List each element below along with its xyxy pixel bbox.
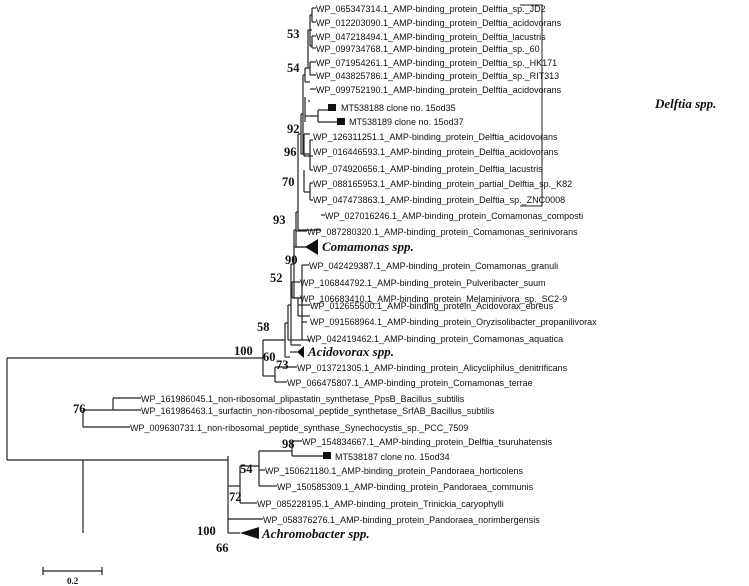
leaf-label: WP_065347314.1_AMP-binding_protein_Delft… <box>316 4 546 14</box>
leaf-label: WP_085228195.1_AMP-binding_protein_Trini… <box>257 499 504 509</box>
leaf-label: WP_106844792.1_AMP-binding_protein_Pulve… <box>300 278 546 288</box>
bootstrap-value: 98 <box>282 437 295 451</box>
delftia-bracket <box>520 4 543 207</box>
comamonas-clade-triangle <box>305 239 318 255</box>
bootstrap-value: 52 <box>270 271 283 285</box>
scale-bar: 0.2 <box>42 567 103 586</box>
bootstrap-value: 100 <box>197 524 216 538</box>
leaf-label: WP_047218494.1_AMP-binding_protein_Delft… <box>316 32 546 42</box>
bootstrap-value: 54 <box>240 462 253 476</box>
leaf-label: MT538187 clone no. 15od34 <box>335 452 450 462</box>
leaf-label: WP_016446593.1_AMP-binding_protein_Delft… <box>313 147 559 157</box>
leaf-label: WP_074920656.1_AMP-binding_protein_Delft… <box>313 164 543 174</box>
leaf-label: WP_150621180.1_AMP-binding_protein_Pando… <box>265 466 524 476</box>
clone-marker-15od34 <box>323 452 331 459</box>
leaf-label: WP_088165953.1_AMP-binding_protein_parti… <box>313 179 572 189</box>
clade-label-achromobacter: Achromobacter spp. <box>261 526 370 541</box>
leaf-label: WP_027016246.1_AMP-binding_protein_Comam… <box>325 211 583 221</box>
leaf-label: WP_071954261.1_AMP-binding_protein_Delft… <box>316 58 557 68</box>
leaf-label: WP_012655500.1_AMP-binding_protein_Acido… <box>310 301 554 311</box>
tree-branches <box>6 7 337 534</box>
bootstrap-value: 90 <box>285 253 298 267</box>
acidovorax-clade-triangle <box>297 346 304 358</box>
leaf-labels: WP_065347314.1_AMP-binding_protein_Delft… <box>130 4 597 525</box>
bootstrap-value: 60 <box>263 350 276 364</box>
clade-label-comamonas: Comamonas spp. <box>322 239 414 254</box>
bracket-label-delftia: Delftia spp. <box>654 96 716 111</box>
leaf-label: MT538188 clone no. 15od35 <box>341 103 456 113</box>
bootstrap-value: 66 <box>216 541 229 555</box>
leaf-label: WP_042419462.1_AMP-binding_protein_Comam… <box>307 334 563 344</box>
leaf-label: WP_009630731.1_non-ribosomal_peptide_syn… <box>130 423 468 433</box>
bootstrap-value: 54 <box>287 61 300 75</box>
leaf-label: WP_066475807.1_AMP-binding_protein_Comam… <box>287 378 533 388</box>
bootstrap-value: 93 <box>273 213 286 227</box>
clone-marker-15od37 <box>337 118 345 125</box>
clade-label-acidovorax: Acidovorax spp. <box>307 344 394 359</box>
bootstrap-value: 70 <box>282 175 295 189</box>
leaf-label: WP_106683410.1_AMP-binding_protein_Melam… <box>300 294 567 304</box>
leaf-label: WP_042429387.1_AMP-binding_protein_Comam… <box>309 261 558 271</box>
collapsed-clade-triangles <box>240 239 318 539</box>
bootstrap-value: 96 <box>284 145 297 159</box>
achromobacter-clade-triangle <box>240 527 259 539</box>
leaf-label: WP_099752190.1_AMP-binding_protein_Delft… <box>316 85 562 95</box>
leaf-label: WP_087280320.1_AMP-binding_protein_Comam… <box>307 227 578 237</box>
bootstrap-value: 58 <box>257 320 270 334</box>
leaf-label: WP_012203090.1_AMP-binding_protein_Delft… <box>316 18 562 28</box>
leaf-label: WP_058376276.1_AMP-binding_protein_Pando… <box>263 515 540 525</box>
bootstrap-value: 92 <box>287 122 300 136</box>
bootstrap-value: 53 <box>287 27 300 41</box>
bootstrap-value: 73 <box>276 358 289 372</box>
leaf-label: WP_013721305.1_AMP-binding_protein_Alicy… <box>297 363 568 373</box>
leaf-label: WP_161986463.1_surfactin_non-ribosomal_p… <box>141 406 495 416</box>
bootstrap-value: 100 <box>234 344 253 358</box>
leaf-label: WP_154834667.1_AMP-binding_protein_Delft… <box>302 437 553 447</box>
bootstrap-values: 53 54 92 96 70 93 90 52 58 100 60 73 76 … <box>73 27 300 555</box>
scale-bar-label: 0.2 <box>67 576 79 586</box>
leaf-label: WP_091568964.1_AMP-binding_protein_Oryzi… <box>310 317 597 327</box>
bootstrap-value: 72 <box>229 490 242 504</box>
leaf-label: WP_099734768.1_AMP-binding_protein_Delft… <box>316 44 540 54</box>
leaf-label: WP_150585309.1_AMP-binding_protein_Pando… <box>277 482 534 492</box>
bootstrap-value: 76 <box>73 402 86 416</box>
leaf-label: WP_161986045.1_non-ribosomal_plipastatin… <box>141 394 465 404</box>
leaf-label: WP_047473863.1_AMP-binding_protein_Delft… <box>313 195 565 205</box>
leaf-label: MT538189 clone no. 15od37 <box>349 117 464 127</box>
clone-marker-15od35 <box>328 104 336 111</box>
leaf-label: WP_126311251.1_AMP-binding_protein_Delft… <box>313 132 558 142</box>
leaf-label: WP_043825786.1_AMP-binding_protein_Delft… <box>316 71 559 81</box>
